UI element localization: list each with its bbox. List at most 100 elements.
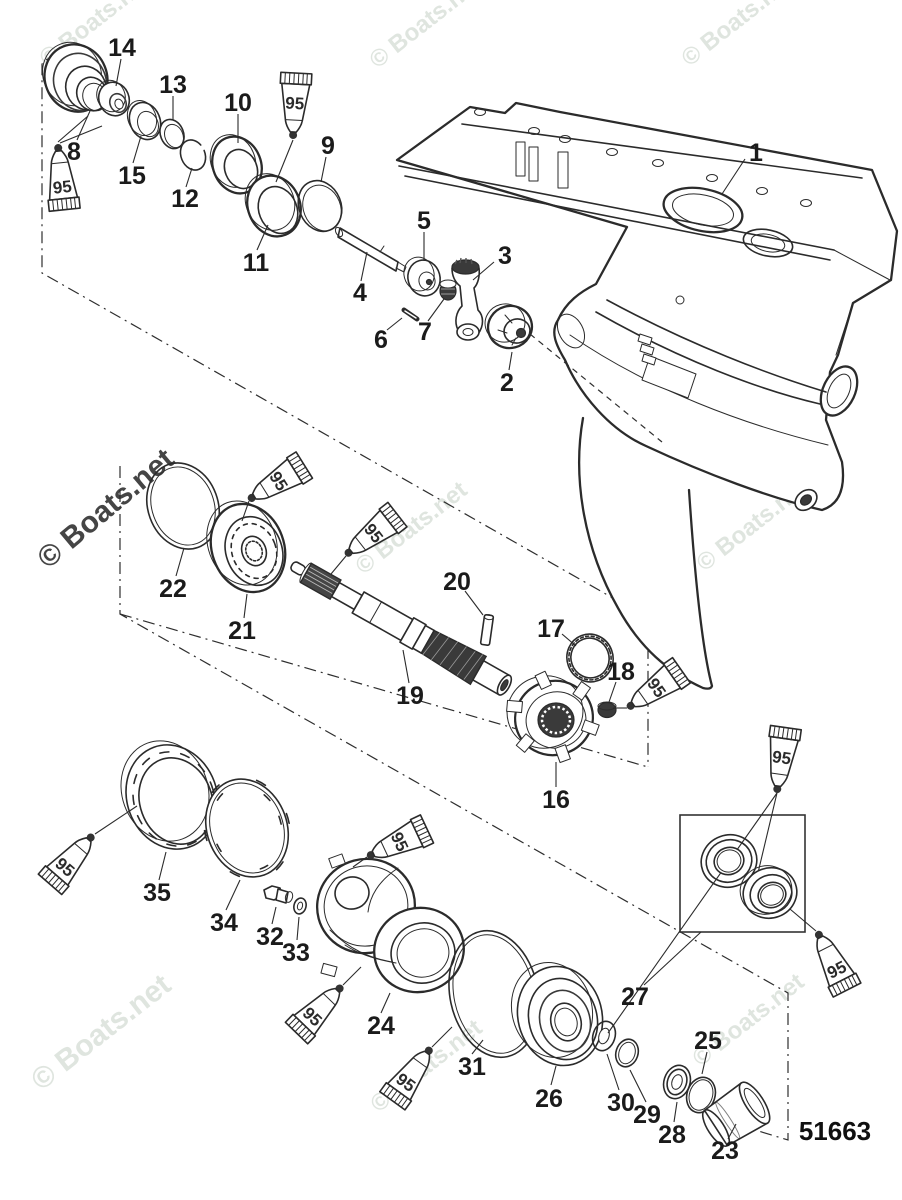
boundary-line [119, 466, 789, 1141]
part-4-shift-shaft: 4 [334, 226, 407, 307]
part-35-retainer-ring: 35 [120, 740, 219, 907]
leader-line [550, 1065, 557, 1086]
part-23-spacer-sleeve: 23 [701, 1081, 771, 1165]
part-6-pin: 6 [374, 307, 420, 354]
part-14-bearing: 14 [96, 34, 136, 117]
leader-line [296, 916, 300, 941]
part-7-guide-block: 7 [418, 279, 457, 346]
leader-line [673, 1101, 678, 1123]
leader-line [185, 167, 193, 188]
leader-line [225, 879, 241, 911]
part-33-o-ring: 33 [282, 897, 310, 967]
part-3-label: 3 [498, 242, 512, 270]
part-24-label: 24 [367, 1012, 395, 1040]
part-31-label: 31 [458, 1053, 486, 1081]
watermark: © Boats.net [676, 0, 798, 72]
part-27-label: 27 [621, 983, 649, 1011]
leader-line [464, 590, 484, 616]
leader-line [360, 251, 368, 282]
part-8-label: 8 [67, 138, 81, 166]
leader-line [386, 317, 403, 331]
part-10-bearing-race: 10 [209, 89, 263, 195]
lubricant-tube [284, 966, 362, 1045]
part-34-tab-washer: 34 [202, 776, 292, 937]
leader-line [606, 1053, 620, 1091]
part-32-plug: 32 [256, 885, 294, 951]
leader-line [175, 547, 185, 577]
part-15-race: 15 [118, 100, 162, 190]
part-15-label: 15 [118, 162, 146, 190]
lubricant-tube [37, 805, 138, 896]
part-32-label: 32 [256, 923, 284, 951]
part-10-label: 10 [224, 89, 252, 117]
part-5-cam-follower: 5 [403, 207, 441, 297]
leader-line [756, 792, 778, 878]
leader-line [380, 992, 391, 1014]
part-8-seal-carrier: 8 [42, 41, 109, 166]
leader-line [607, 792, 778, 1034]
leader-line [727, 1123, 737, 1140]
leader-line [320, 156, 327, 183]
leader-line [256, 224, 269, 251]
leader-line [508, 351, 513, 371]
part-25-ring: 25 [685, 1027, 722, 1114]
lubricant-tube [760, 724, 803, 796]
leader-line [427, 298, 445, 322]
leader-line [721, 158, 746, 195]
part-12-label: 12 [171, 185, 199, 213]
part-22-label: 22 [159, 575, 187, 603]
part-27-seal-inner [739, 865, 798, 920]
detail-inset-box: 27 [607, 792, 817, 1034]
part-27-seal-outer [700, 833, 758, 889]
part-16-sliding-clutch: 16 [506, 670, 600, 814]
part-7-label: 7 [418, 318, 432, 346]
part-29-ring: 29 [614, 1038, 661, 1129]
part-17-label: 17 [537, 615, 565, 643]
part-11-label: 11 [243, 249, 270, 277]
leader-line [271, 906, 277, 925]
part-3-shift-cam: 3 [451, 242, 512, 341]
part-19-label: 19 [396, 682, 424, 710]
part-29-label: 29 [633, 1101, 661, 1129]
lubricant-tube [613, 656, 692, 722]
part-30-label: 30 [607, 1089, 635, 1117]
leader-line [158, 851, 167, 881]
part-17-retainer-spring: 17 [537, 615, 614, 683]
watermark: © Boats.net [364, 0, 486, 74]
leader-line [243, 593, 248, 619]
leader-line [402, 649, 410, 684]
part-9-label: 9 [321, 132, 335, 160]
part-14-label: 14 [108, 34, 136, 62]
watermark: © Boats.net [25, 968, 177, 1097]
part-12-snap-ring: 12 [171, 139, 207, 213]
part-28-label: 28 [658, 1121, 686, 1149]
part-30-seal: 30 [591, 1020, 635, 1117]
lubricant-tube [275, 71, 313, 183]
lubricant-tube [41, 115, 103, 213]
part-2-bearing-head: 2 [484, 303, 663, 443]
part-9-o-ring: 9 [297, 132, 343, 233]
lubricant-tube [239, 451, 314, 522]
part-18-cam-follower-cap: 18 [597, 658, 635, 719]
part-16-label: 16 [542, 786, 570, 814]
part-23-label: 23 [711, 1137, 739, 1165]
part-34-label: 34 [210, 909, 238, 937]
lubricant-tube [352, 814, 435, 872]
part-24-bearing-carrier: 24 [315, 853, 465, 1040]
part-19-propeller-shaft: 19 [290, 561, 513, 710]
bolt-holes [474, 108, 812, 207]
leader-line [561, 633, 577, 647]
part-4-label: 4 [353, 279, 367, 307]
leader-line [471, 1039, 484, 1055]
part-25-label: 25 [694, 1027, 722, 1055]
lubricant-tube [330, 501, 408, 575]
part-13-shim: 13 [159, 71, 187, 150]
part-33-label: 33 [282, 939, 310, 967]
part-20-pin: 20 [443, 568, 495, 647]
part-21-forward-gear: 21 [206, 500, 287, 645]
diagram-number: 51663 [799, 1116, 871, 1146]
leader-line [643, 931, 702, 986]
watermark-dark: © Boats.net [31, 442, 180, 575]
